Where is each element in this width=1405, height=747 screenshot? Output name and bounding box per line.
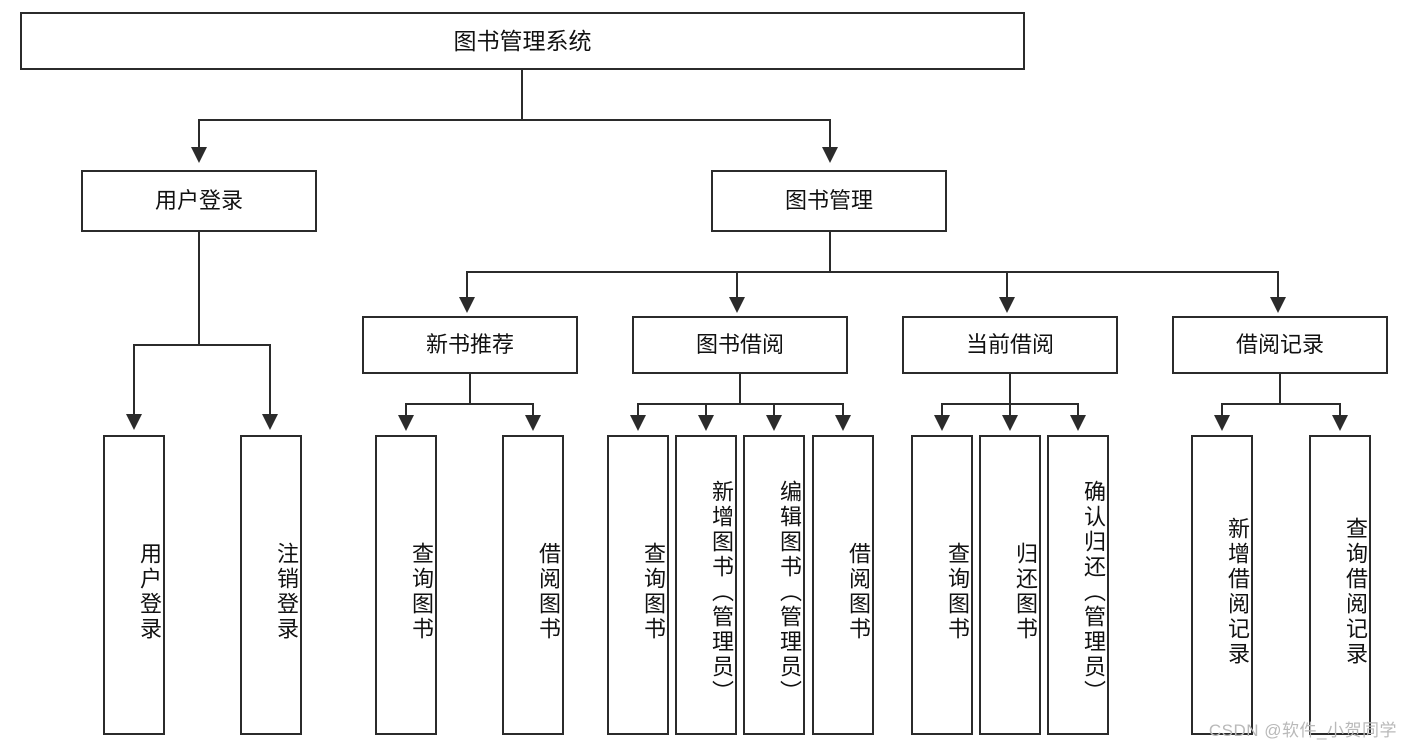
- leaf-borrow-book[interactable]: 借阅图书: [812, 435, 874, 735]
- arrow-to-book-management: [822, 147, 838, 163]
- leaf-label: 查询图书: [641, 542, 666, 642]
- leaf-edit-book-admin[interactable]: 编辑图书（管理员）: [743, 435, 805, 735]
- connector-userlogin-bus: [134, 344, 271, 346]
- leaf-label: 归还图书: [1013, 542, 1038, 642]
- connector-level2-bus: [199, 119, 831, 121]
- leaf-user-login[interactable]: 用户登录: [103, 435, 165, 735]
- node-label: 借阅记录: [1235, 332, 1324, 358]
- leaf-query-book-recommend[interactable]: 查询图书: [375, 435, 437, 735]
- leaf-label: 新增图书（管理员）: [709, 479, 734, 705]
- connector-drop-leaf-3: [532, 403, 534, 417]
- connector-drop-bookmgmt: [829, 119, 831, 149]
- leaf-logout[interactable]: 注销登录: [240, 435, 302, 735]
- connector-newbook-bus: [406, 403, 534, 405]
- leaf-add-borrow-record[interactable]: 新增借阅记录: [1191, 435, 1253, 735]
- arrow-to-book-borrow: [729, 297, 745, 313]
- node-label: 图书管理系统: [453, 27, 592, 54]
- leaf-confirm-return-admin[interactable]: 确认归还（管理员）: [1047, 435, 1109, 735]
- arrow-to-leaf-11: [1214, 415, 1230, 431]
- connector-borrow-stem: [739, 374, 741, 404]
- arrow-to-leaf-5: [698, 415, 714, 431]
- connector-drop-user: [198, 119, 200, 149]
- connector-drop-leaf-5: [705, 403, 707, 417]
- arrow-to-leaf-10: [1070, 415, 1086, 431]
- leaf-query-book-borrow[interactable]: 查询图书: [607, 435, 669, 735]
- connector-drop-leaf-6: [773, 403, 775, 417]
- arrow-to-leaf-7: [835, 415, 851, 431]
- leaf-label: 借阅图书: [536, 542, 561, 642]
- leaf-label: 用户登录: [137, 542, 162, 642]
- node-borrow-record[interactable]: 借阅记录: [1172, 316, 1388, 374]
- connector-drop-leaf-4: [637, 403, 639, 417]
- node-new-book-recommend[interactable]: 新书推荐: [362, 316, 578, 374]
- connector-record-stem: [1279, 374, 1281, 404]
- arrow-to-leaf-8: [934, 415, 950, 431]
- connector-drop-leaf-11: [1221, 403, 1223, 417]
- node-label: 当前借阅: [965, 332, 1054, 358]
- connector-drop-leaf-8: [941, 403, 943, 417]
- node-label: 图书管理: [784, 188, 873, 214]
- arrow-to-new-book-recommend: [459, 297, 475, 313]
- connector-bookmgmt-stem: [829, 232, 831, 272]
- arrow-to-leaf-0: [126, 414, 142, 430]
- connector-userlogin-stem: [198, 232, 200, 345]
- leaf-label: 查询借阅记录: [1343, 517, 1368, 667]
- connector-drop-leaf-10: [1077, 403, 1079, 417]
- connector-drop-record: [1277, 271, 1279, 299]
- node-label: 新书推荐: [425, 332, 514, 358]
- arrow-to-leaf-12: [1332, 415, 1348, 431]
- connector-newbook-stem: [469, 374, 471, 404]
- connector-drop-leaf-1: [269, 344, 271, 416]
- connector-drop-leaf-2: [405, 403, 407, 417]
- leaf-add-book-admin[interactable]: 新增图书（管理员）: [675, 435, 737, 735]
- connector-borrow-bus: [638, 403, 844, 405]
- leaf-label: 确认归还（管理员）: [1081, 479, 1106, 705]
- leaf-query-borrow-record[interactable]: 查询借阅记录: [1309, 435, 1371, 735]
- arrow-to-leaf-6: [766, 415, 782, 431]
- leaf-label: 借阅图书: [846, 542, 871, 642]
- arrow-to-user-login: [191, 147, 207, 163]
- connector-record-bus: [1222, 403, 1340, 405]
- arrow-to-borrow-record: [1270, 297, 1286, 313]
- connector-drop-leaf-7: [842, 403, 844, 417]
- node-current-borrow[interactable]: 当前借阅: [902, 316, 1118, 374]
- connector-root-stem: [521, 70, 523, 120]
- leaf-query-book-current[interactable]: 查询图书: [911, 435, 973, 735]
- arrow-to-leaf-3: [525, 415, 541, 431]
- leaf-label: 查询图书: [945, 542, 970, 642]
- arrow-to-leaf-4: [630, 415, 646, 431]
- connector-current-stem: [1009, 374, 1011, 404]
- leaf-label: 新增借阅记录: [1225, 517, 1250, 667]
- arrow-to-leaf-2: [398, 415, 414, 431]
- connector-drop-leaf-12: [1339, 403, 1341, 417]
- node-label: 图书借阅: [695, 332, 784, 358]
- node-book-management[interactable]: 图书管理: [711, 170, 947, 232]
- connector-drop-newbook: [466, 271, 468, 299]
- connector-drop-leaf-0: [133, 344, 135, 416]
- node-root-system[interactable]: 图书管理系统: [20, 12, 1025, 70]
- arrow-to-leaf-9: [1002, 415, 1018, 431]
- node-book-borrow[interactable]: 图书借阅: [632, 316, 848, 374]
- arrow-to-current-borrow: [999, 297, 1015, 313]
- connector-level3-bus: [467, 271, 1279, 273]
- arrow-to-leaf-1: [262, 414, 278, 430]
- connector-drop-borrow: [736, 271, 738, 299]
- leaf-borrow-book-recommend[interactable]: 借阅图书: [502, 435, 564, 735]
- connector-drop-current: [1006, 271, 1008, 299]
- leaf-label: 注销登录: [274, 542, 299, 642]
- connector-drop-leaf-9: [1009, 403, 1011, 417]
- leaf-label: 编辑图书（管理员）: [777, 479, 802, 705]
- node-user-login[interactable]: 用户登录: [81, 170, 317, 232]
- node-label: 用户登录: [154, 188, 243, 214]
- leaf-return-book[interactable]: 归还图书: [979, 435, 1041, 735]
- leaf-label: 查询图书: [409, 542, 434, 642]
